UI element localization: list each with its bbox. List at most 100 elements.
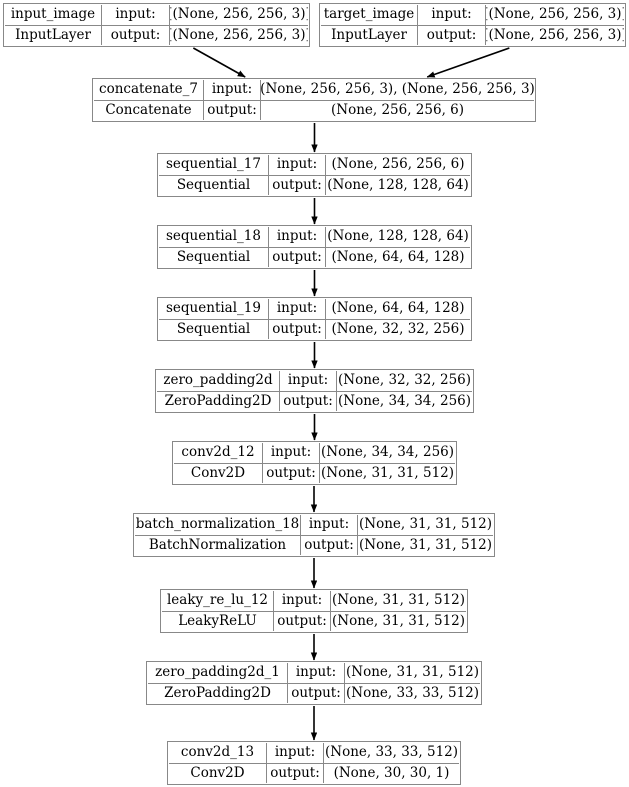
- input-shape: (None, 31, 31, 512): [358, 516, 493, 532]
- output-label: output:: [204, 100, 261, 120]
- input-shape: [(None, 256, 256, 3), (None, 256, 256, 3…: [261, 81, 534, 97]
- layer-name: input_image: [5, 5, 102, 25]
- output-shape: (None, 33, 33, 512): [345, 684, 480, 701]
- edge-target_image-to-concatenate_7: [426, 47, 510, 78]
- layer-class: InputLayer: [5, 25, 102, 45]
- layer-name: conv2d_13: [169, 743, 267, 763]
- output-shape: (None, 34, 34, 256): [337, 392, 472, 409]
- output-label: output:: [267, 763, 324, 783]
- output-label: output:: [269, 175, 326, 195]
- output-shape: (None, 128, 128, 64): [327, 176, 469, 193]
- layer-class: BatchNormalization: [135, 535, 301, 555]
- input-shape: (None, 31, 31, 512): [331, 592, 466, 608]
- input-shape: (None, 64, 64, 128): [331, 300, 465, 316]
- output-shape: (None, 32, 32, 256): [331, 320, 465, 337]
- input-shape: (None, 31, 31, 512): [345, 664, 480, 680]
- input-label: input:: [269, 155, 326, 175]
- output-label: output:: [263, 463, 320, 483]
- input-label: input:: [288, 663, 345, 683]
- layer-class: Sequential: [159, 175, 269, 195]
- layer-class: Conv2D: [169, 763, 267, 783]
- input-shape: (None, 32, 32, 256): [337, 372, 472, 388]
- layer-name: sequential_18: [159, 227, 269, 247]
- layer-name: batch_normalization_18: [135, 515, 301, 535]
- output-label: output:: [288, 683, 345, 703]
- layer-class: Sequential: [159, 319, 269, 339]
- output-shape: [(None, 256, 256, 3)]: [486, 26, 624, 43]
- layer-class: Sequential: [159, 247, 269, 267]
- output-shape: (None, 31, 31, 512): [331, 612, 466, 629]
- output-label: output:: [301, 535, 358, 555]
- input-label: input:: [301, 515, 358, 535]
- output-label: output:: [418, 25, 486, 45]
- output-label: output:: [269, 247, 326, 267]
- input-label: input:: [280, 371, 337, 391]
- output-shape: (None, 256, 256, 6): [330, 101, 465, 118]
- input-label: input:: [269, 299, 326, 319]
- layer-class: Conv2D: [174, 463, 263, 483]
- layer-class: ZeroPadding2D: [157, 391, 280, 411]
- input-shape: (None, 34, 34, 256): [320, 444, 455, 460]
- input-shape: (None, 33, 33, 512): [324, 744, 459, 760]
- layer-class: InputLayer: [321, 25, 418, 45]
- layer-name: target_image: [321, 5, 418, 25]
- output-shape: (None, 31, 31, 512): [320, 464, 455, 481]
- output-label: output:: [274, 611, 331, 631]
- input-shape: [(None, 256, 256, 3)]: [486, 6, 624, 22]
- input-shape: (None, 128, 128, 64): [327, 228, 469, 244]
- output-label: output:: [102, 25, 170, 45]
- input-label: input:: [274, 591, 331, 611]
- layer-name: concatenate_7: [94, 80, 204, 100]
- output-shape: (None, 64, 64, 128): [331, 248, 465, 265]
- edge-input_image-to-concatenate_7: [192, 47, 246, 78]
- layer-class: ZeroPadding2D: [148, 683, 288, 703]
- layer-name: sequential_19: [159, 299, 269, 319]
- input-label: input:: [263, 443, 320, 463]
- layer-name: conv2d_12: [174, 443, 263, 463]
- input-shape: [(None, 256, 256, 3)]: [170, 6, 308, 22]
- input-label: input:: [102, 5, 170, 25]
- input-label: input:: [418, 5, 486, 25]
- input-label: input:: [269, 227, 326, 247]
- layer-class: LeakyReLU: [162, 611, 274, 631]
- layer-name: zero_padding2d_1: [148, 663, 288, 683]
- output-shape: [(None, 256, 256, 3)]: [170, 26, 308, 43]
- output-shape: (None, 30, 30, 1): [333, 764, 450, 781]
- output-shape: (None, 31, 31, 512): [358, 536, 493, 553]
- input-shape: (None, 256, 256, 6): [331, 156, 465, 172]
